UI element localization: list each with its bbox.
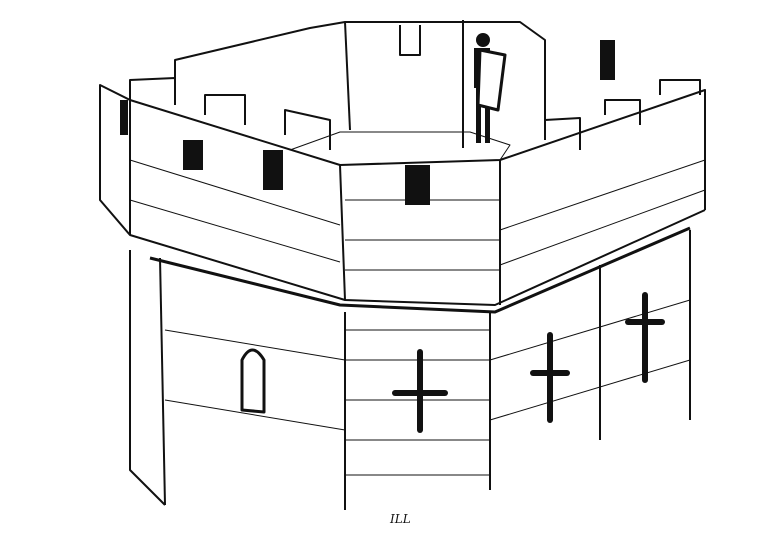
cross-arrow-slits	[392, 292, 665, 433]
arched-window	[240, 348, 266, 414]
artist-signature: ILL	[390, 512, 411, 526]
stone-texture	[129, 159, 706, 476]
corbel-band	[149, 226, 691, 314]
tower-floor	[289, 131, 511, 166]
guard-figure	[462, 20, 507, 148]
tower-body	[129, 230, 691, 510]
embrasures	[120, 40, 615, 205]
parapet	[99, 21, 706, 306]
